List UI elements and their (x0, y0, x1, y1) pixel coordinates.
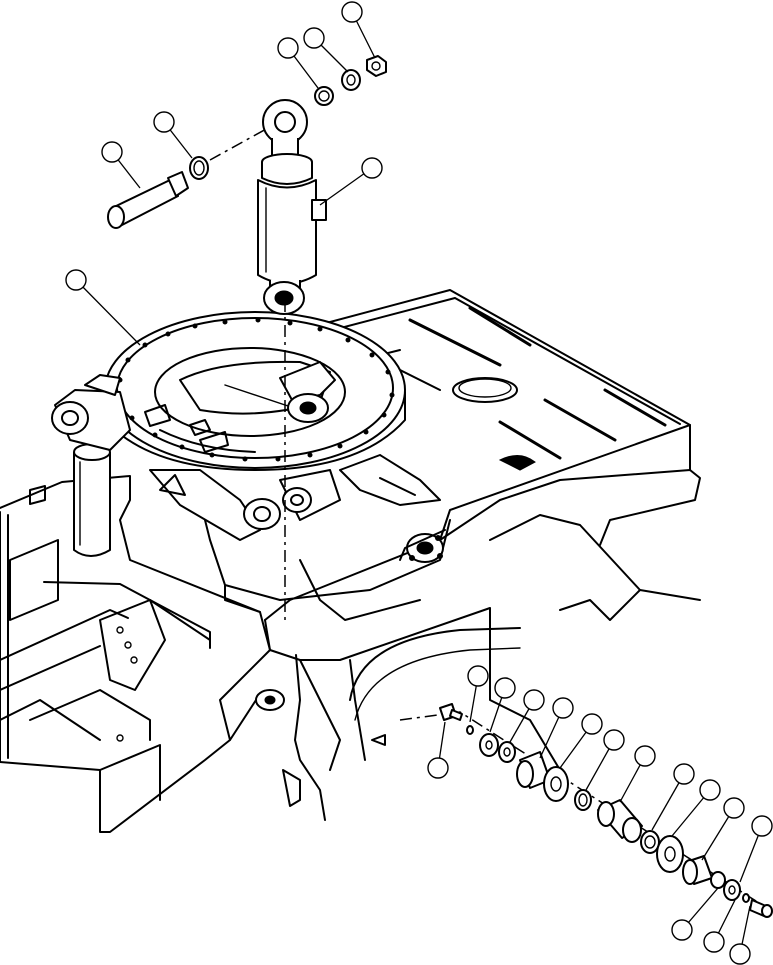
callout-bubble (101, 141, 123, 163)
callout-bubble (153, 111, 175, 133)
callout-bubble (65, 269, 87, 291)
callout-bubble (303, 27, 325, 49)
pin-axis-line (209, 127, 269, 161)
callout-bubble (427, 757, 449, 779)
callout-bubble (729, 943, 751, 965)
callout-bubble (467, 665, 489, 687)
callout-bubble (494, 677, 516, 699)
callouts (65, 1, 773, 965)
callout-leader (651, 773, 685, 831)
callout-bubble (751, 815, 773, 837)
callout-bubble (671, 919, 693, 941)
lower-hardware-stack (399, 703, 773, 918)
callout-bubble (634, 745, 656, 767)
callout-bubble (552, 697, 574, 719)
cylinder-pin (107, 171, 189, 229)
callout-bubble (361, 157, 383, 179)
chassis-frame (0, 289, 701, 833)
callout-bubble (523, 689, 545, 711)
callout-bubble (699, 779, 721, 801)
callout-bubble (581, 713, 603, 735)
callout-bubble (603, 729, 625, 751)
callout-bubble (673, 763, 695, 785)
callout-bubble (723, 797, 745, 819)
callout-leader (75, 279, 141, 346)
spacer-ring (189, 156, 209, 180)
ring-bolt-holes (115, 317, 395, 462)
callout-bubble (341, 1, 363, 23)
callout-bubble (703, 931, 725, 953)
top-hardware (314, 55, 387, 106)
hydraulic-cylinder (257, 99, 327, 315)
slew-ring (51, 311, 441, 541)
callout-bubble (277, 37, 299, 59)
